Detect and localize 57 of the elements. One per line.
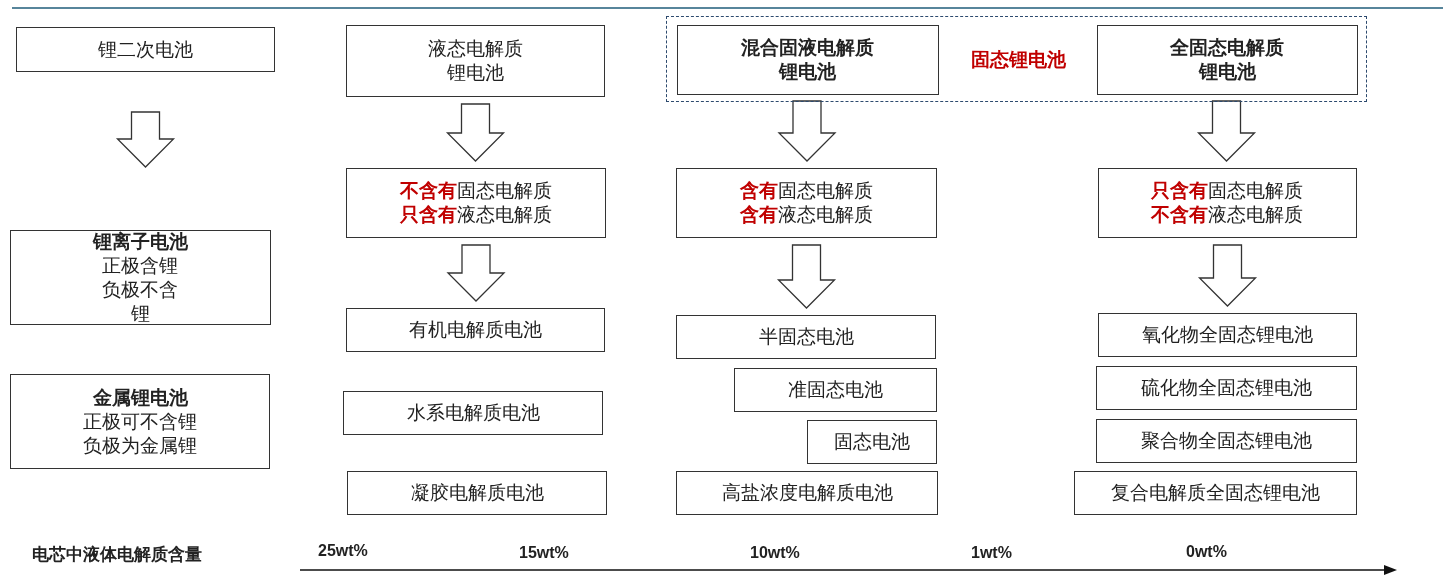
box-heading: 金属锂电池 bbox=[92, 385, 188, 410]
process-box bbox=[734, 368, 937, 412]
box-label: 锂二次电池 bbox=[98, 37, 193, 62]
box-label: 复合电解质全固态锂电池 bbox=[1111, 481, 1320, 505]
axis-title: 电芯中液体电解质含量 bbox=[32, 544, 202, 566]
process-box bbox=[1098, 313, 1357, 357]
box-label: 液态电解质锂电池 bbox=[427, 37, 524, 85]
process-box bbox=[1097, 25, 1358, 95]
box-label: 准固态电池 bbox=[788, 378, 883, 402]
process-box bbox=[676, 168, 937, 238]
box-label: 正极含锂负极不含锂 bbox=[101, 253, 180, 326]
box-label: 混合固液电解质锂电池 bbox=[740, 36, 876, 84]
group-title: 固态锂电池 bbox=[969, 48, 1067, 72]
box-label: 水系电解质电池 bbox=[406, 401, 540, 425]
box-label: 半固态电池 bbox=[758, 325, 854, 349]
process-box bbox=[807, 420, 937, 464]
box-label: 氧化物全固态锂电池 bbox=[1142, 323, 1313, 347]
process-box bbox=[343, 391, 603, 435]
process-box bbox=[676, 315, 936, 359]
box-label: 硫化物全固态锂电池 bbox=[1141, 376, 1312, 400]
block-arrow bbox=[446, 244, 506, 302]
box-label: 聚合物全固态锂电池 bbox=[1141, 429, 1312, 453]
axis-tick-label: 0wt% bbox=[1186, 543, 1227, 561]
box-label: 有机电解质电池 bbox=[409, 318, 542, 342]
block-arrow bbox=[1197, 244, 1258, 307]
block-arrow bbox=[776, 244, 837, 309]
process-box bbox=[346, 168, 606, 238]
box-label: 凝胶电解质电池 bbox=[410, 481, 544, 505]
process-box bbox=[1074, 471, 1357, 515]
process-box bbox=[16, 27, 275, 72]
process-box bbox=[10, 374, 270, 469]
block-arrow bbox=[777, 100, 837, 162]
box-label: 不含有固态电解质只含有液态电解质 bbox=[399, 179, 553, 227]
box-label: 全固态电解质锂电池 bbox=[1169, 36, 1286, 84]
dashed-group-box bbox=[666, 16, 1367, 102]
axis-tick-label: 1wt% bbox=[971, 544, 1012, 562]
block-arrow bbox=[1196, 100, 1257, 162]
process-box bbox=[1096, 366, 1357, 410]
process-box bbox=[1096, 419, 1357, 463]
process-box bbox=[347, 471, 607, 515]
process-box bbox=[346, 308, 605, 352]
block-arrow bbox=[115, 111, 176, 168]
box-label: 正极可不含锂负极为金属锂 bbox=[82, 409, 198, 458]
box-label: 含有固态电解质含有液态电解质 bbox=[739, 179, 874, 227]
axis-tick-label: 15wt% bbox=[519, 544, 569, 562]
process-box bbox=[346, 25, 605, 97]
box-label: 高盐浓度电解质电池 bbox=[721, 481, 893, 505]
box-heading: 锂离子电池 bbox=[93, 229, 188, 254]
process-box bbox=[676, 471, 938, 515]
axis-tick-label: 10wt% bbox=[750, 544, 800, 562]
axis-tick-label: 25wt% bbox=[318, 542, 368, 560]
block-arrow bbox=[445, 103, 506, 162]
process-box bbox=[10, 230, 271, 325]
box-label: 固态电池 bbox=[834, 430, 910, 454]
process-box bbox=[1098, 168, 1357, 238]
box-label: 只含有固态电解质不含有液态电解质 bbox=[1150, 179, 1305, 227]
process-box bbox=[677, 25, 939, 95]
